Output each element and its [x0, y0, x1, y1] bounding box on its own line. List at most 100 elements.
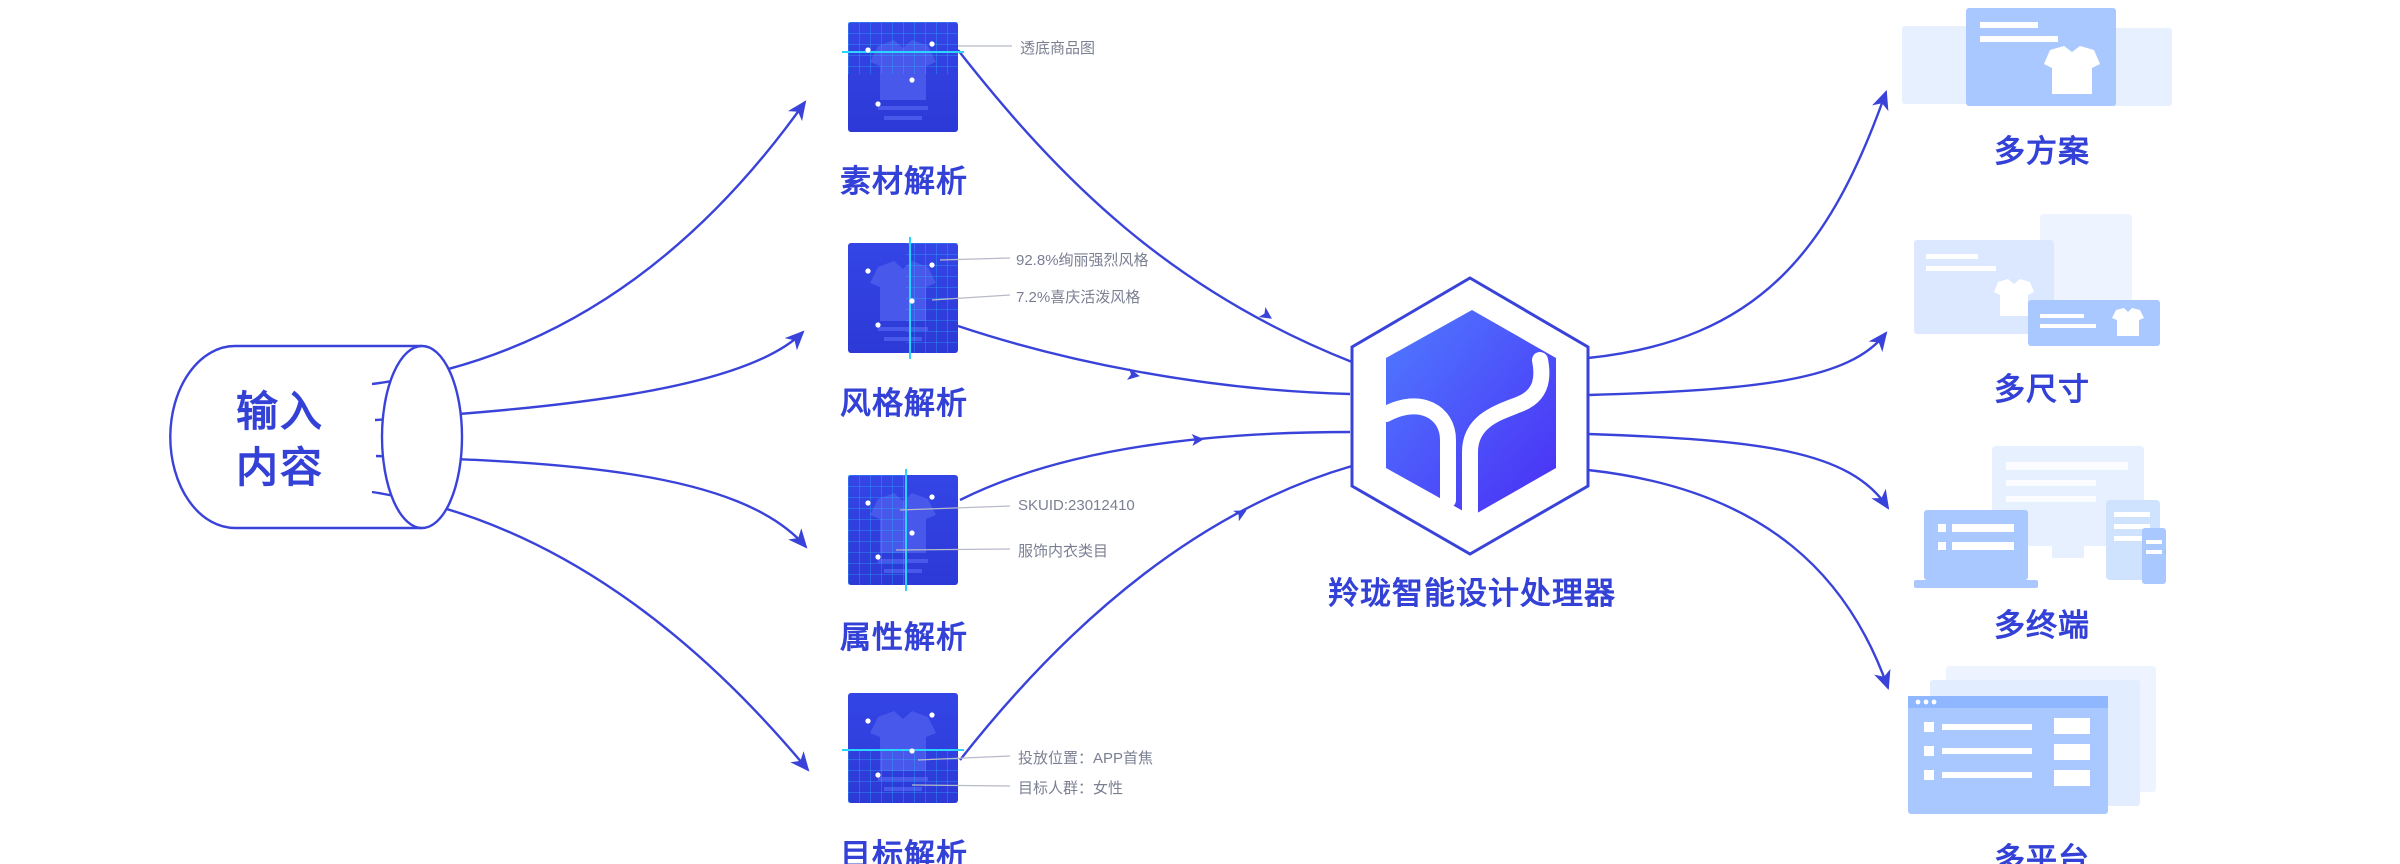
platform-side-block-2: [2054, 744, 2090, 760]
leader-target-2: [911, 784, 1011, 787]
device-laptop-base: [1914, 580, 2038, 588]
device-laptop-line-3: [1938, 542, 1946, 550]
style-analysis-label: 风格解析: [840, 386, 968, 422]
multi-platform-label: 多平台: [1994, 842, 2090, 864]
style-annotation-1: 92.8%绚丽强烈风格: [1016, 252, 1149, 269]
device-laptop-line-4: [1952, 542, 2014, 550]
leader-style-1: [939, 257, 1011, 261]
platform-list-line-1: [1942, 724, 2032, 730]
size-card-wide-line-2: [2040, 324, 2096, 328]
connector-input-to-material: [371, 100, 807, 386]
attribute-annotation-1: SKUID:23012410: [1018, 497, 1135, 514]
connector-processor-to-devices: [1587, 432, 1890, 510]
platform-side-block-3: [2054, 770, 2090, 786]
platform-list-line-3: [1942, 772, 2032, 778]
connector-input-to-target: [371, 490, 810, 772]
device-phone: [2142, 528, 2166, 584]
tile-scan-grid: [848, 22, 958, 74]
device-monitor-line-2: [2006, 496, 2096, 502]
tile-sparkle-point: [865, 268, 871, 274]
mid-arrow-attribute: [1191, 434, 1204, 446]
input-content-label: 输入 内容: [236, 384, 324, 496]
cube-cut: [1378, 398, 1456, 508]
analysis-icons: [842, 22, 964, 803]
tile-sparkle-point: [875, 101, 881, 107]
input-cylinder-end: [380, 344, 464, 530]
connector-material-to-processor: [957, 49, 1353, 364]
target-analysis-label: 目标解析: [840, 838, 968, 864]
t-shirt-material-icon: [842, 22, 964, 132]
platform-window-dot-1: [1915, 699, 1921, 705]
processor-logo: [1350, 276, 1590, 556]
device-tablet-line-2: [2114, 524, 2150, 529]
tile-sparkle-point: [909, 748, 915, 754]
tile-text-line: [878, 327, 928, 331]
material-analysis-label: 素材解析: [840, 164, 968, 200]
device-phone-line-2: [2146, 550, 2162, 554]
connector-processor-to-sizes: [1587, 331, 1888, 397]
device-laptop-line-1: [1938, 524, 1946, 532]
device-monitor-stand: [2052, 546, 2084, 558]
multi-device-label: 多终端: [1994, 608, 2090, 644]
scheme-shirt-icon: [2044, 46, 2100, 94]
target-annotation-2: 目标人群：女性: [1018, 780, 1124, 797]
cube-cut-2: [1462, 352, 1550, 520]
mid-arrow-target: [1233, 510, 1247, 522]
tile-text-line: [878, 106, 928, 110]
tile-scan-grid: [848, 749, 958, 803]
platform-window-dot-3: [1931, 699, 1937, 705]
multi-scheme-cards-icon: [1902, 8, 2172, 106]
platform-window-titlebar: [1908, 696, 2108, 708]
hexagon-cube-logo-icon: [1378, 310, 1556, 520]
tile-text-line: [884, 116, 922, 120]
device-tablet-line-1: [2114, 512, 2150, 517]
connector-lines: [371, 49, 1891, 772]
platform-list-line-2: [1942, 748, 2032, 754]
connector-processor-to-platforms: [1587, 468, 1891, 691]
leader-style-2: [931, 294, 1011, 301]
tile-sparkle-point: [929, 41, 935, 47]
t-shirt-target-icon: [842, 693, 964, 803]
size-small-shirt-icon: [2112, 308, 2144, 336]
tile-sparkle-point: [865, 47, 871, 53]
tile-sparkle-point: [909, 530, 915, 536]
connector-style-to-processor: [957, 324, 1351, 396]
connector-processor-to-schemes: [1587, 89, 1889, 360]
tile-sparkle-point: [929, 494, 935, 500]
multi-device-icon: [1914, 446, 2166, 588]
target-annotation-1: 投放位置：APP首焦: [1018, 750, 1154, 767]
input-label-line-1: 输入: [235, 387, 325, 436]
input-cylinder-body: [169, 344, 422, 530]
tile-sparkle-point: [929, 262, 935, 268]
mid-path-arrows: [1126, 307, 1272, 522]
t-shirt-style-icon: [848, 237, 958, 359]
tile-scan-grid: [848, 475, 906, 585]
tile-sparkle-point: [909, 77, 915, 83]
mid-arrow-style: [1126, 368, 1140, 380]
device-monitor-line-1: [2006, 480, 2096, 486]
connector-attribute-to-processor: [959, 430, 1351, 502]
multi-platform-windows-icon: [1908, 666, 2156, 814]
tile-sparkle-point: [909, 298, 915, 304]
tile-text-line: [884, 337, 922, 341]
size-card-wide-line-1: [2040, 314, 2084, 318]
cube-body: [1386, 310, 1556, 516]
multi-size-label: 多尺寸: [1994, 372, 2090, 408]
device-tablet-line-3: [2114, 536, 2150, 541]
tile-sparkle-point: [875, 772, 881, 778]
multi-scheme-label: 多方案: [1994, 134, 2090, 170]
tile-sparkle-point: [875, 554, 881, 560]
tile-sparkle-point: [875, 322, 881, 328]
multi-size-cards-icon: [1914, 214, 2160, 346]
style-annotation-2: 7.2%喜庆活泼风格: [1016, 289, 1141, 306]
platform-window-dot-2: [1923, 699, 1929, 705]
size-card-line-2: [1926, 266, 1996, 271]
scheme-card-line-1: [1980, 22, 2038, 28]
scheme-card-line-2: [1980, 36, 2058, 42]
tile-sparkle-point: [929, 712, 935, 718]
device-phone-line-1: [2146, 540, 2162, 544]
leader-target-1: [917, 755, 1011, 761]
connector-target-to-processor: [959, 464, 1353, 761]
input-cylinder: [169, 344, 464, 530]
